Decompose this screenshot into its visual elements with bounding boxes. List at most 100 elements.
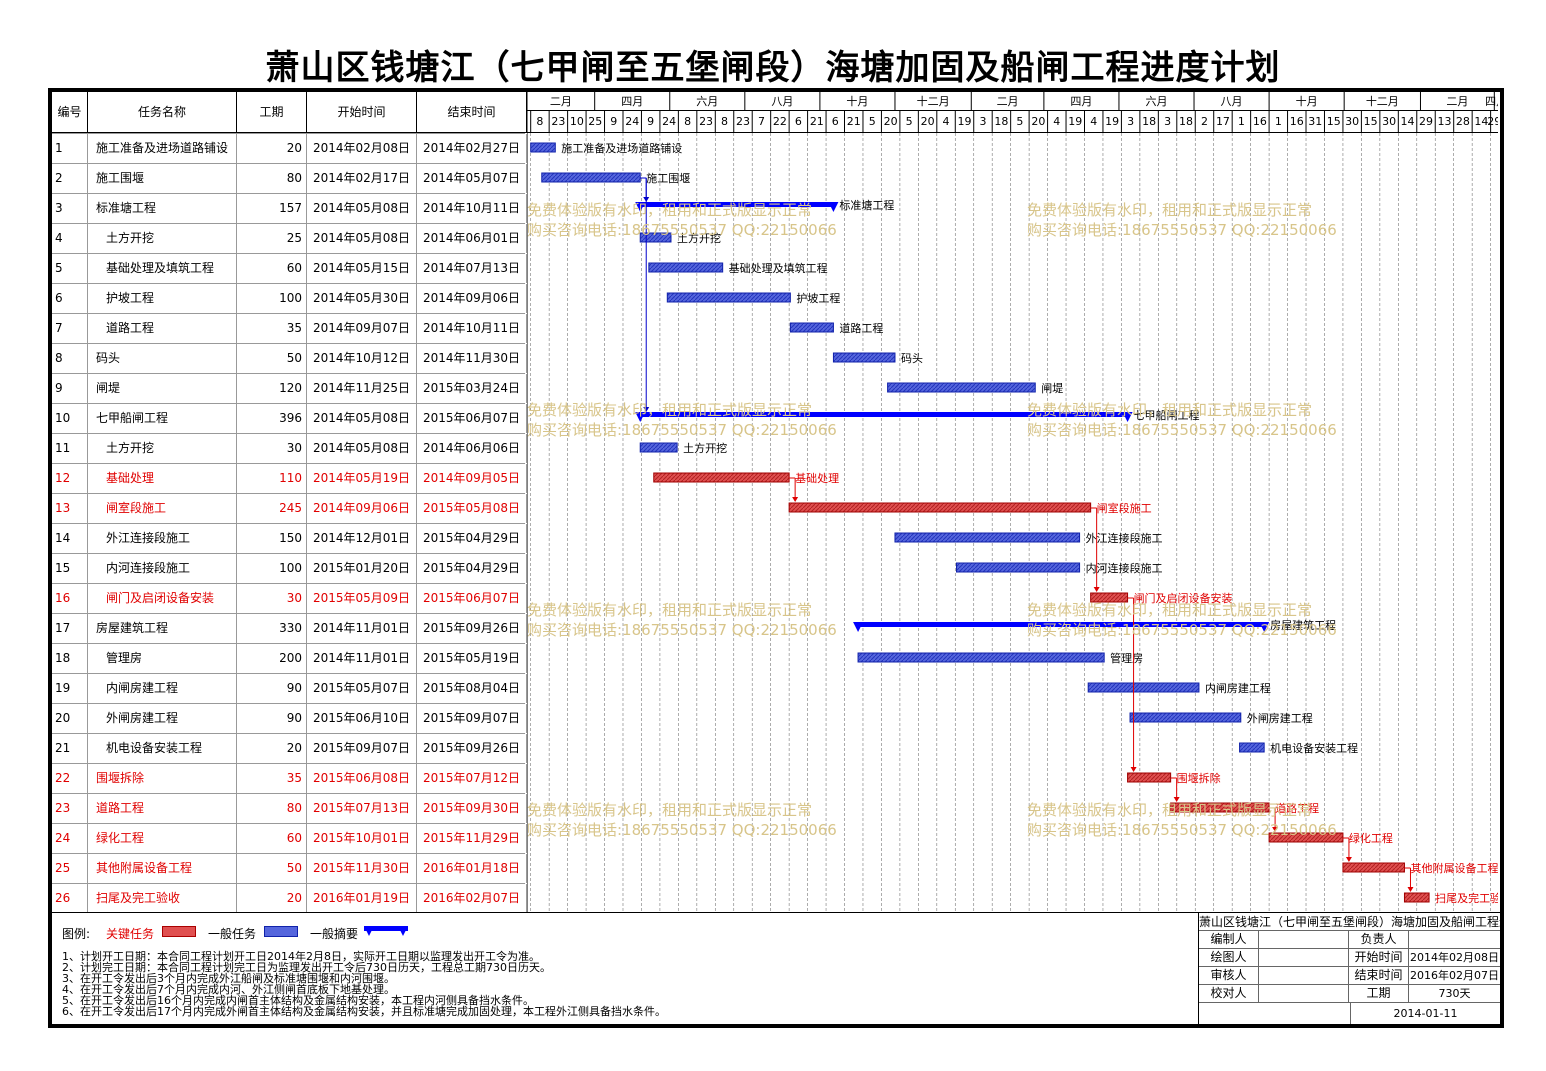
task-end: 2014年02月27日 (417, 134, 527, 163)
task-duration: 110 (237, 464, 307, 493)
task-id: 10 (52, 404, 88, 433)
page-title: 萧山区钱塘江（七甲闸至五堡闸段）海塘加固及船闸工程进度计划 (265, 48, 1281, 88)
task-name: 七甲船闸工程 (88, 404, 237, 433)
day-label: 18 (994, 115, 1008, 128)
col-header-start[interactable]: 开始时间 (307, 92, 417, 132)
task-name: 道路工程 (88, 314, 237, 343)
task-start: 2015年05月09日 (307, 584, 417, 613)
task-id: 17 (52, 614, 88, 643)
task-start: 2015年01月20日 (307, 554, 417, 583)
day-label: 13 (1497, 115, 1498, 128)
task-id: 16 (52, 584, 88, 613)
col-header-duration[interactable]: 工期 (237, 92, 307, 132)
task-bar (639, 442, 678, 453)
bar-label: 护坡工程 (796, 291, 840, 305)
note-line: 4、在开工令发出后7个月内完成内河、外江侧闸首底板下地基处理。 (62, 983, 395, 996)
day-label: 17 (1216, 115, 1230, 128)
task-end: 2014年11月30日 (417, 344, 527, 373)
task-id: 18 (52, 644, 88, 673)
day-label: 8 (684, 115, 691, 128)
task-end: 2015年05月19日 (417, 644, 527, 673)
bar-label: 码头 (901, 352, 923, 365)
task-bar (639, 232, 672, 243)
task-end: 2015年06月07日 (417, 404, 527, 433)
info-project-title: 萧山区钱塘江（七甲闸至五堡闸段）海塘加固及船闸工程进度计划 (1199, 915, 1500, 931)
task-start: 2014年11月01日 (307, 614, 417, 643)
task-end: 2014年10月11日 (417, 314, 527, 343)
dependency-arrow (792, 497, 799, 502)
task-bar (832, 352, 896, 363)
month-label: 二月 (997, 95, 1019, 108)
task-id: 12 (52, 464, 88, 493)
bar-label: 闸室段施工 (1097, 501, 1152, 515)
task-duration: 20 (237, 884, 307, 913)
task-start: 2015年09月07日 (307, 734, 417, 763)
col-header-id[interactable]: 编号 (52, 92, 88, 132)
task-duration: 50 (237, 854, 307, 883)
task-bar (1239, 742, 1265, 753)
task-duration: 20 (237, 734, 307, 763)
col-header-name[interactable]: 任务名称 (88, 92, 237, 132)
day-label: 23 (551, 115, 565, 128)
task-end: 2015年09月30日 (417, 794, 527, 823)
task-bar (1087, 682, 1200, 693)
task-end: 2014年06月01日 (417, 224, 527, 253)
task-bar (1129, 712, 1242, 723)
task-end: 2015年07月12日 (417, 764, 527, 793)
dependency-arrow (1173, 797, 1180, 802)
task-end: 2014年09月05日 (417, 464, 527, 493)
day-label: 4 (1053, 115, 1060, 128)
day-label: 24 (625, 115, 639, 128)
info-cell (1259, 949, 1349, 966)
task-duration: 35 (237, 764, 307, 793)
task-name: 内河连接段施工 (88, 554, 237, 583)
task-start: 2016年01月19日 (307, 884, 417, 913)
task-name: 外江连接段施工 (88, 524, 237, 553)
task-id: 7 (52, 314, 88, 343)
col-header-end[interactable]: 结束时间 (417, 92, 527, 132)
task-name: 外闸房建工程 (88, 704, 237, 733)
task-start: 2014年05月15日 (307, 254, 417, 283)
month-label: 四月 (621, 95, 643, 108)
info-box: 萧山区钱塘江（七甲闸至五堡闸段）海塘加固及船闸工程进度计划 编制人负责人绘图人开… (1198, 912, 1500, 1024)
day-label: 19 (1105, 115, 1119, 128)
bar-label: 基础处理 (795, 472, 839, 485)
day-label: 10 (570, 115, 584, 128)
day-label: 20 (884, 115, 898, 128)
task-name: 机电设备安装工程 (88, 734, 237, 763)
task-end: 2016年01月18日 (417, 854, 527, 883)
day-label: 8 (536, 115, 543, 128)
info-cell: 2016年02月07日 (1410, 969, 1499, 982)
task-name: 围堰拆除 (88, 764, 237, 793)
task-duration: 330 (237, 614, 307, 643)
task-duration: 60 (237, 254, 307, 283)
day-label: 30 (1382, 115, 1396, 128)
bar-label: 土方开挖 (683, 441, 727, 455)
